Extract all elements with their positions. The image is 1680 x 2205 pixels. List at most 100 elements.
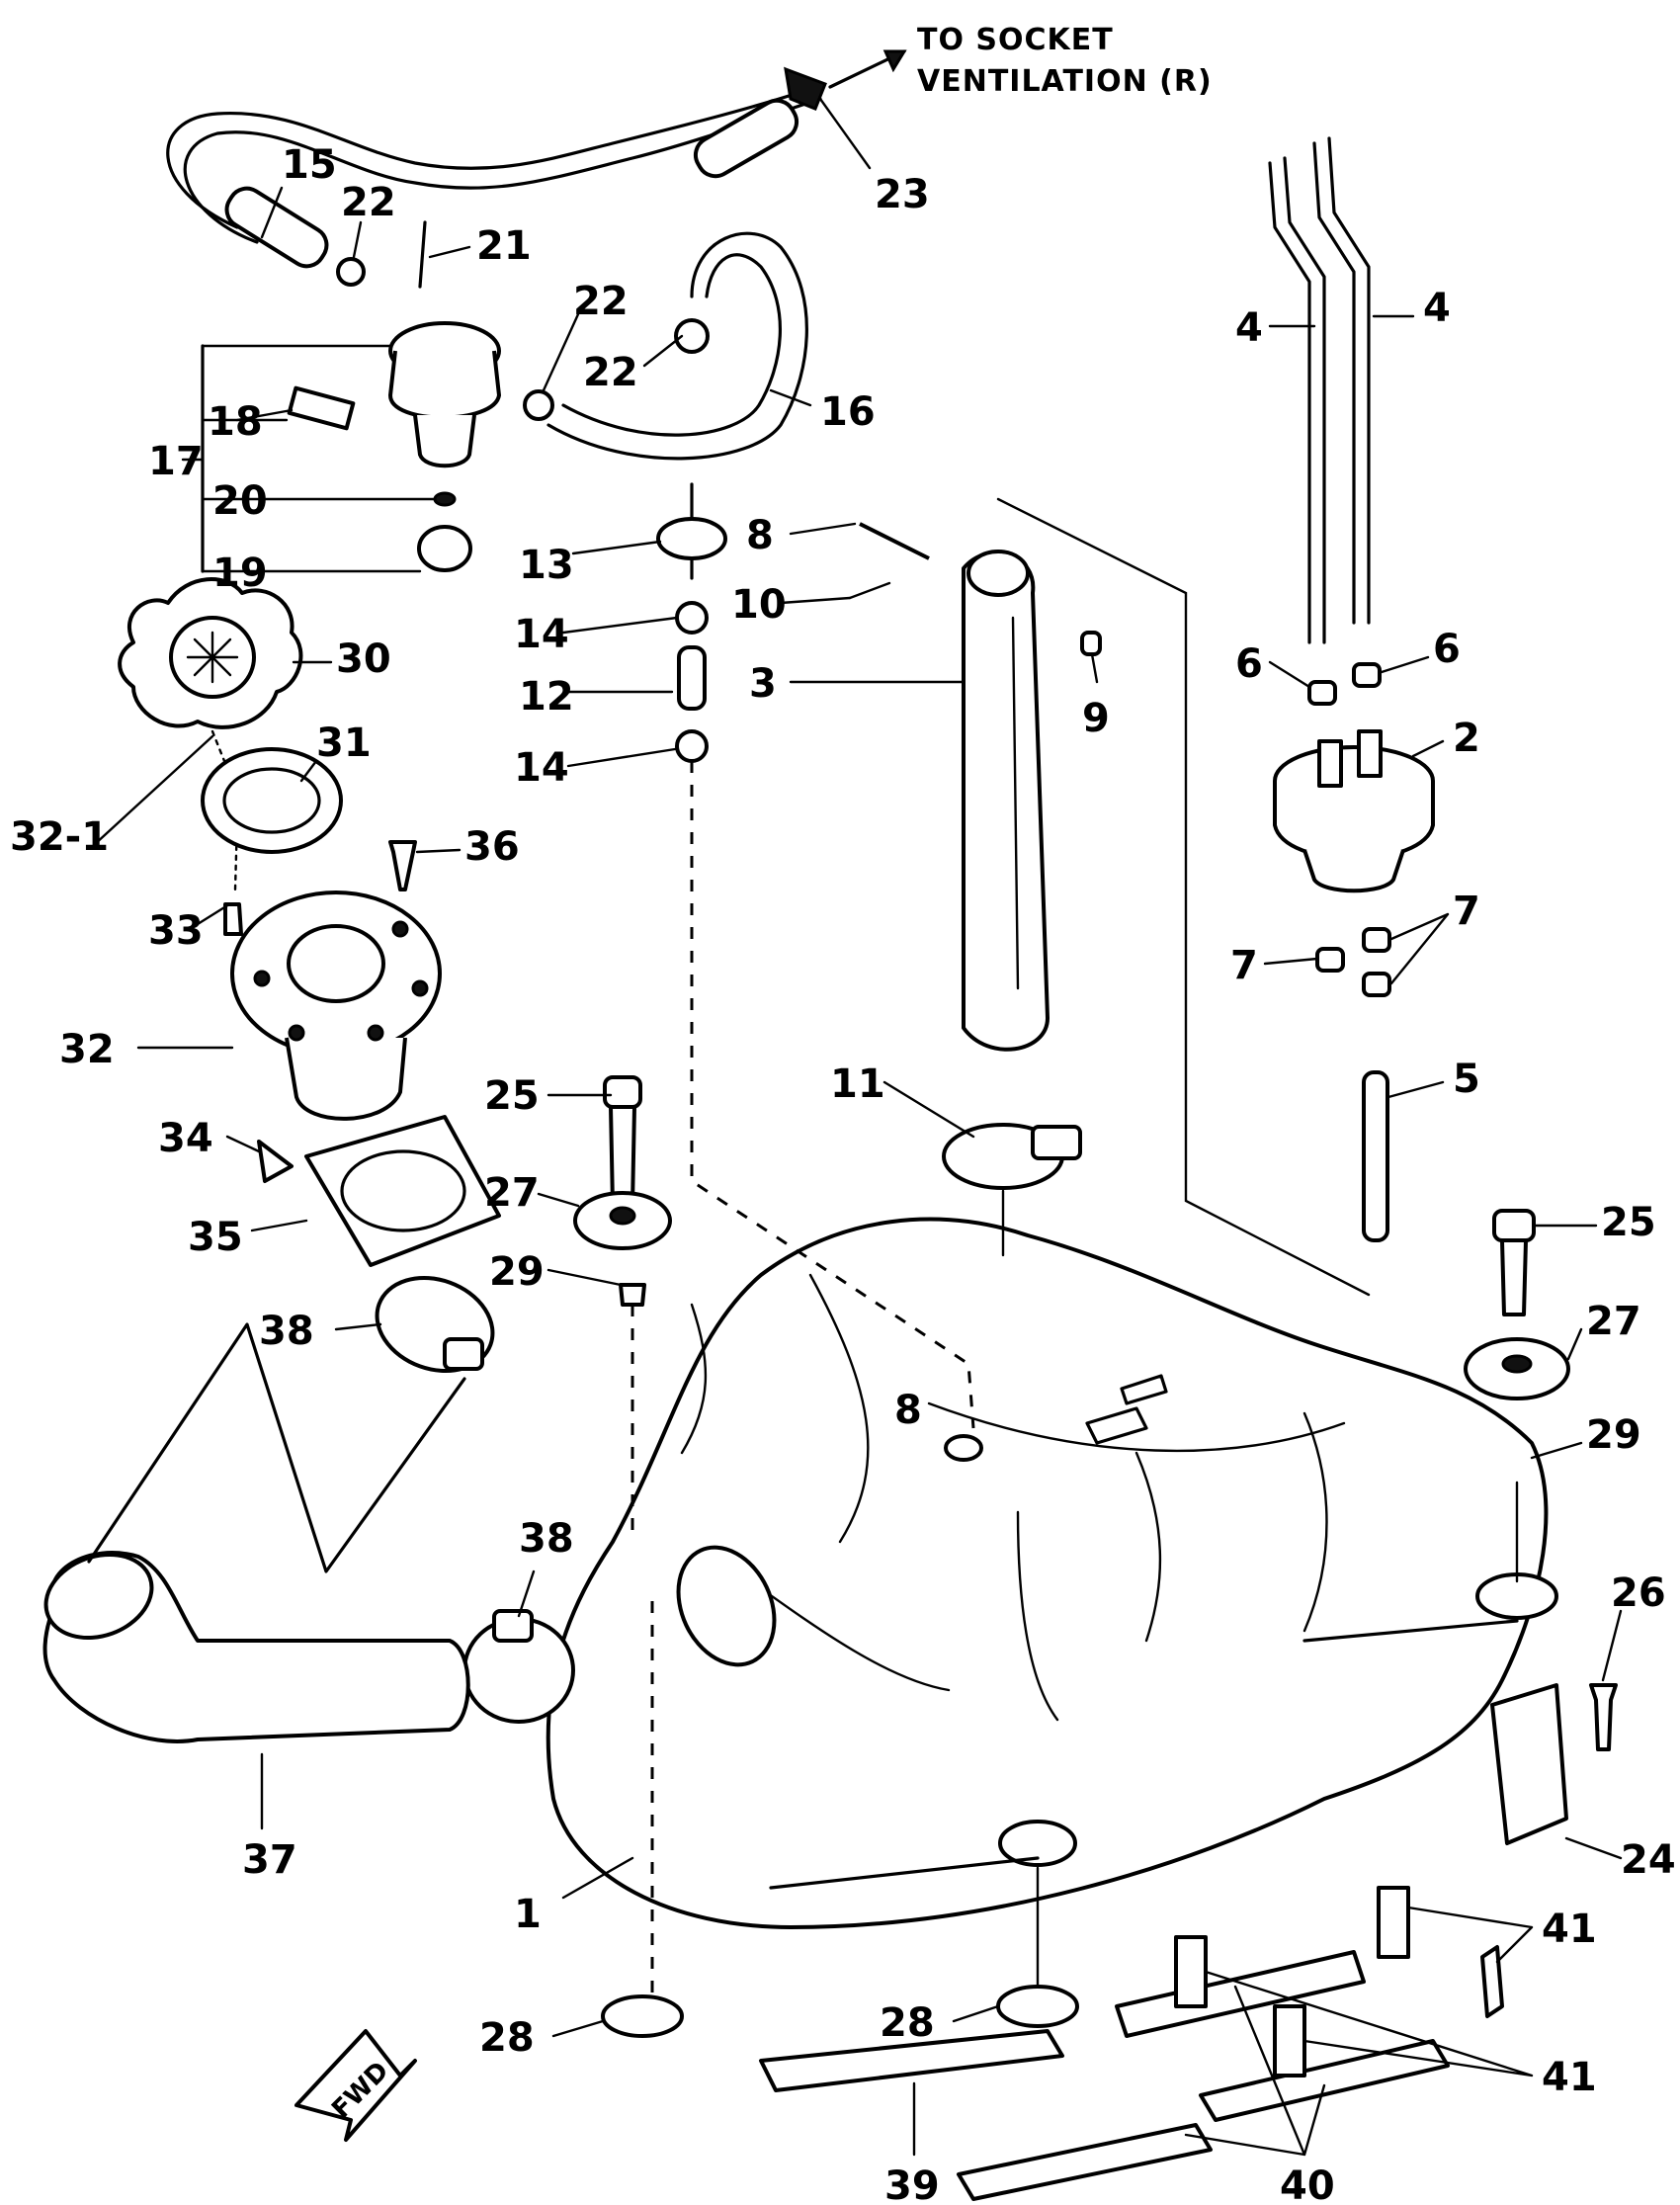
leader-32-1 <box>92 734 214 847</box>
pad-41d <box>1480 1945 1504 2018</box>
gasket-35 <box>304 1115 501 1267</box>
pump-base <box>1302 849 1405 893</box>
leader-33 <box>196 902 231 926</box>
tank-stud-8 <box>944 1434 983 1462</box>
callout-36: 36 <box>464 824 520 870</box>
sub-tank-seam <box>1011 616 1020 990</box>
tank-mount-bottom <box>998 1820 1077 1867</box>
leader-1 <box>561 1856 634 1900</box>
pad-40a <box>957 2123 1213 2201</box>
leader-6b <box>1380 655 1430 674</box>
mount-right <box>1464 1209 1570 1480</box>
clamp-7a <box>1315 947 1345 973</box>
callout-21: 21 <box>476 223 532 269</box>
leader-41b <box>1204 1970 1534 2078</box>
callout-20: 20 <box>212 478 268 524</box>
callout-2: 2 <box>1453 716 1480 761</box>
note-line-2: VENTILATION (R) <box>917 64 1213 99</box>
leader-10 <box>779 596 852 605</box>
bracket-24-body <box>1490 1683 1568 1845</box>
leader-22c <box>642 334 684 368</box>
callout-37: 37 <box>242 1837 297 1883</box>
callout-16: 16 <box>820 389 876 435</box>
leader-29b <box>1530 1441 1583 1460</box>
callout-27a: 27 <box>484 1170 540 1216</box>
clamp-38a <box>375 1275 495 1374</box>
pad-41b <box>1174 1935 1208 2008</box>
leader-6a <box>1268 660 1311 689</box>
leader-27a <box>537 1192 580 1208</box>
leader-2 <box>1411 739 1445 758</box>
guide-lines <box>630 497 1519 2006</box>
bolt-25b-head <box>1492 1209 1536 1242</box>
hose-16-inner <box>561 253 783 437</box>
guide-valve-to-tank <box>690 761 975 1429</box>
leader-14b <box>566 747 677 768</box>
leader-38b <box>517 1569 536 1618</box>
callout-labels: 15 22 21 22 22 16 23 17 18 20 19 13 14 1… <box>10 142 1676 2205</box>
hose-37-end <box>43 1552 154 1641</box>
callout-10: 10 <box>731 582 787 628</box>
damper-pads <box>759 1886 1504 2201</box>
pipe-4a-outer <box>1283 156 1326 644</box>
filler-neck-32 <box>230 890 442 1121</box>
callout-22a: 22 <box>341 180 396 225</box>
fuel-pump-2 <box>1268 136 1435 1242</box>
pad-39 <box>759 2029 1064 2092</box>
gasket-31-inner <box>222 767 321 834</box>
callout-11: 11 <box>830 1061 885 1107</box>
flange-hole-5 <box>391 920 409 938</box>
leader-lines <box>92 97 1623 2157</box>
callout-19: 19 <box>212 551 268 596</box>
callout-39: 39 <box>884 2163 940 2205</box>
hose-5 <box>1362 1070 1389 1242</box>
leader-27b <box>1566 1327 1583 1361</box>
clamp-14b <box>675 729 709 763</box>
nut-9 <box>1080 631 1102 656</box>
grommet-27b-hole <box>1501 1354 1533 1374</box>
callout-41b: 41 <box>1542 2055 1597 2100</box>
fwd-arrow-badge: FWD <box>294 2029 417 2142</box>
washer-28b <box>996 1985 1079 2028</box>
collar-29a <box>619 1283 646 1307</box>
leader-7a <box>1263 957 1319 966</box>
bolt-26 <box>1589 1683 1618 1751</box>
breather-valve-17 <box>181 321 501 573</box>
callout-5: 5 <box>1453 1057 1480 1102</box>
callout-18: 18 <box>208 399 263 445</box>
clamp-6b <box>1352 662 1382 688</box>
bolt-25b-shank <box>1500 1238 1528 1316</box>
flange-hole-3 <box>367 1024 384 1042</box>
tube-12 <box>677 645 707 711</box>
callout-17: 17 <box>148 439 204 484</box>
oring-20 <box>433 491 457 507</box>
bracket-18 <box>287 385 356 431</box>
clamp-22b <box>523 389 554 421</box>
leader-11 <box>882 1080 975 1139</box>
sub-tank-body <box>962 551 1050 1052</box>
tank-outline <box>546 1217 1549 1929</box>
leader-24 <box>1564 1836 1623 1860</box>
leader-34 <box>225 1135 261 1153</box>
leader-26 <box>1601 1609 1623 1682</box>
leader-15 <box>260 186 284 239</box>
washer-28a <box>601 1994 684 2038</box>
pipe-4b-outer <box>1327 136 1371 625</box>
tank-filler-port <box>676 1545 777 1667</box>
callout-4a: 4 <box>1235 305 1263 351</box>
hose-37-break-line <box>87 1322 466 1573</box>
vent-hose-assembly <box>166 66 827 269</box>
main-fuel-tank-1 <box>546 1217 1558 1929</box>
leader-41a <box>1406 1906 1534 1964</box>
flange-hole-4 <box>411 979 429 997</box>
callout-29a: 29 <box>489 1249 545 1295</box>
breather-stem <box>413 414 476 468</box>
pump-port-1 <box>1317 739 1343 788</box>
bracket-24 <box>1490 1683 1618 1845</box>
hose-16-outer <box>546 231 808 461</box>
callout-22b: 22 <box>573 279 629 324</box>
callout-1: 1 <box>514 1892 542 1937</box>
callout-7a: 7 <box>1230 943 1258 988</box>
leader-38a <box>334 1322 382 1331</box>
